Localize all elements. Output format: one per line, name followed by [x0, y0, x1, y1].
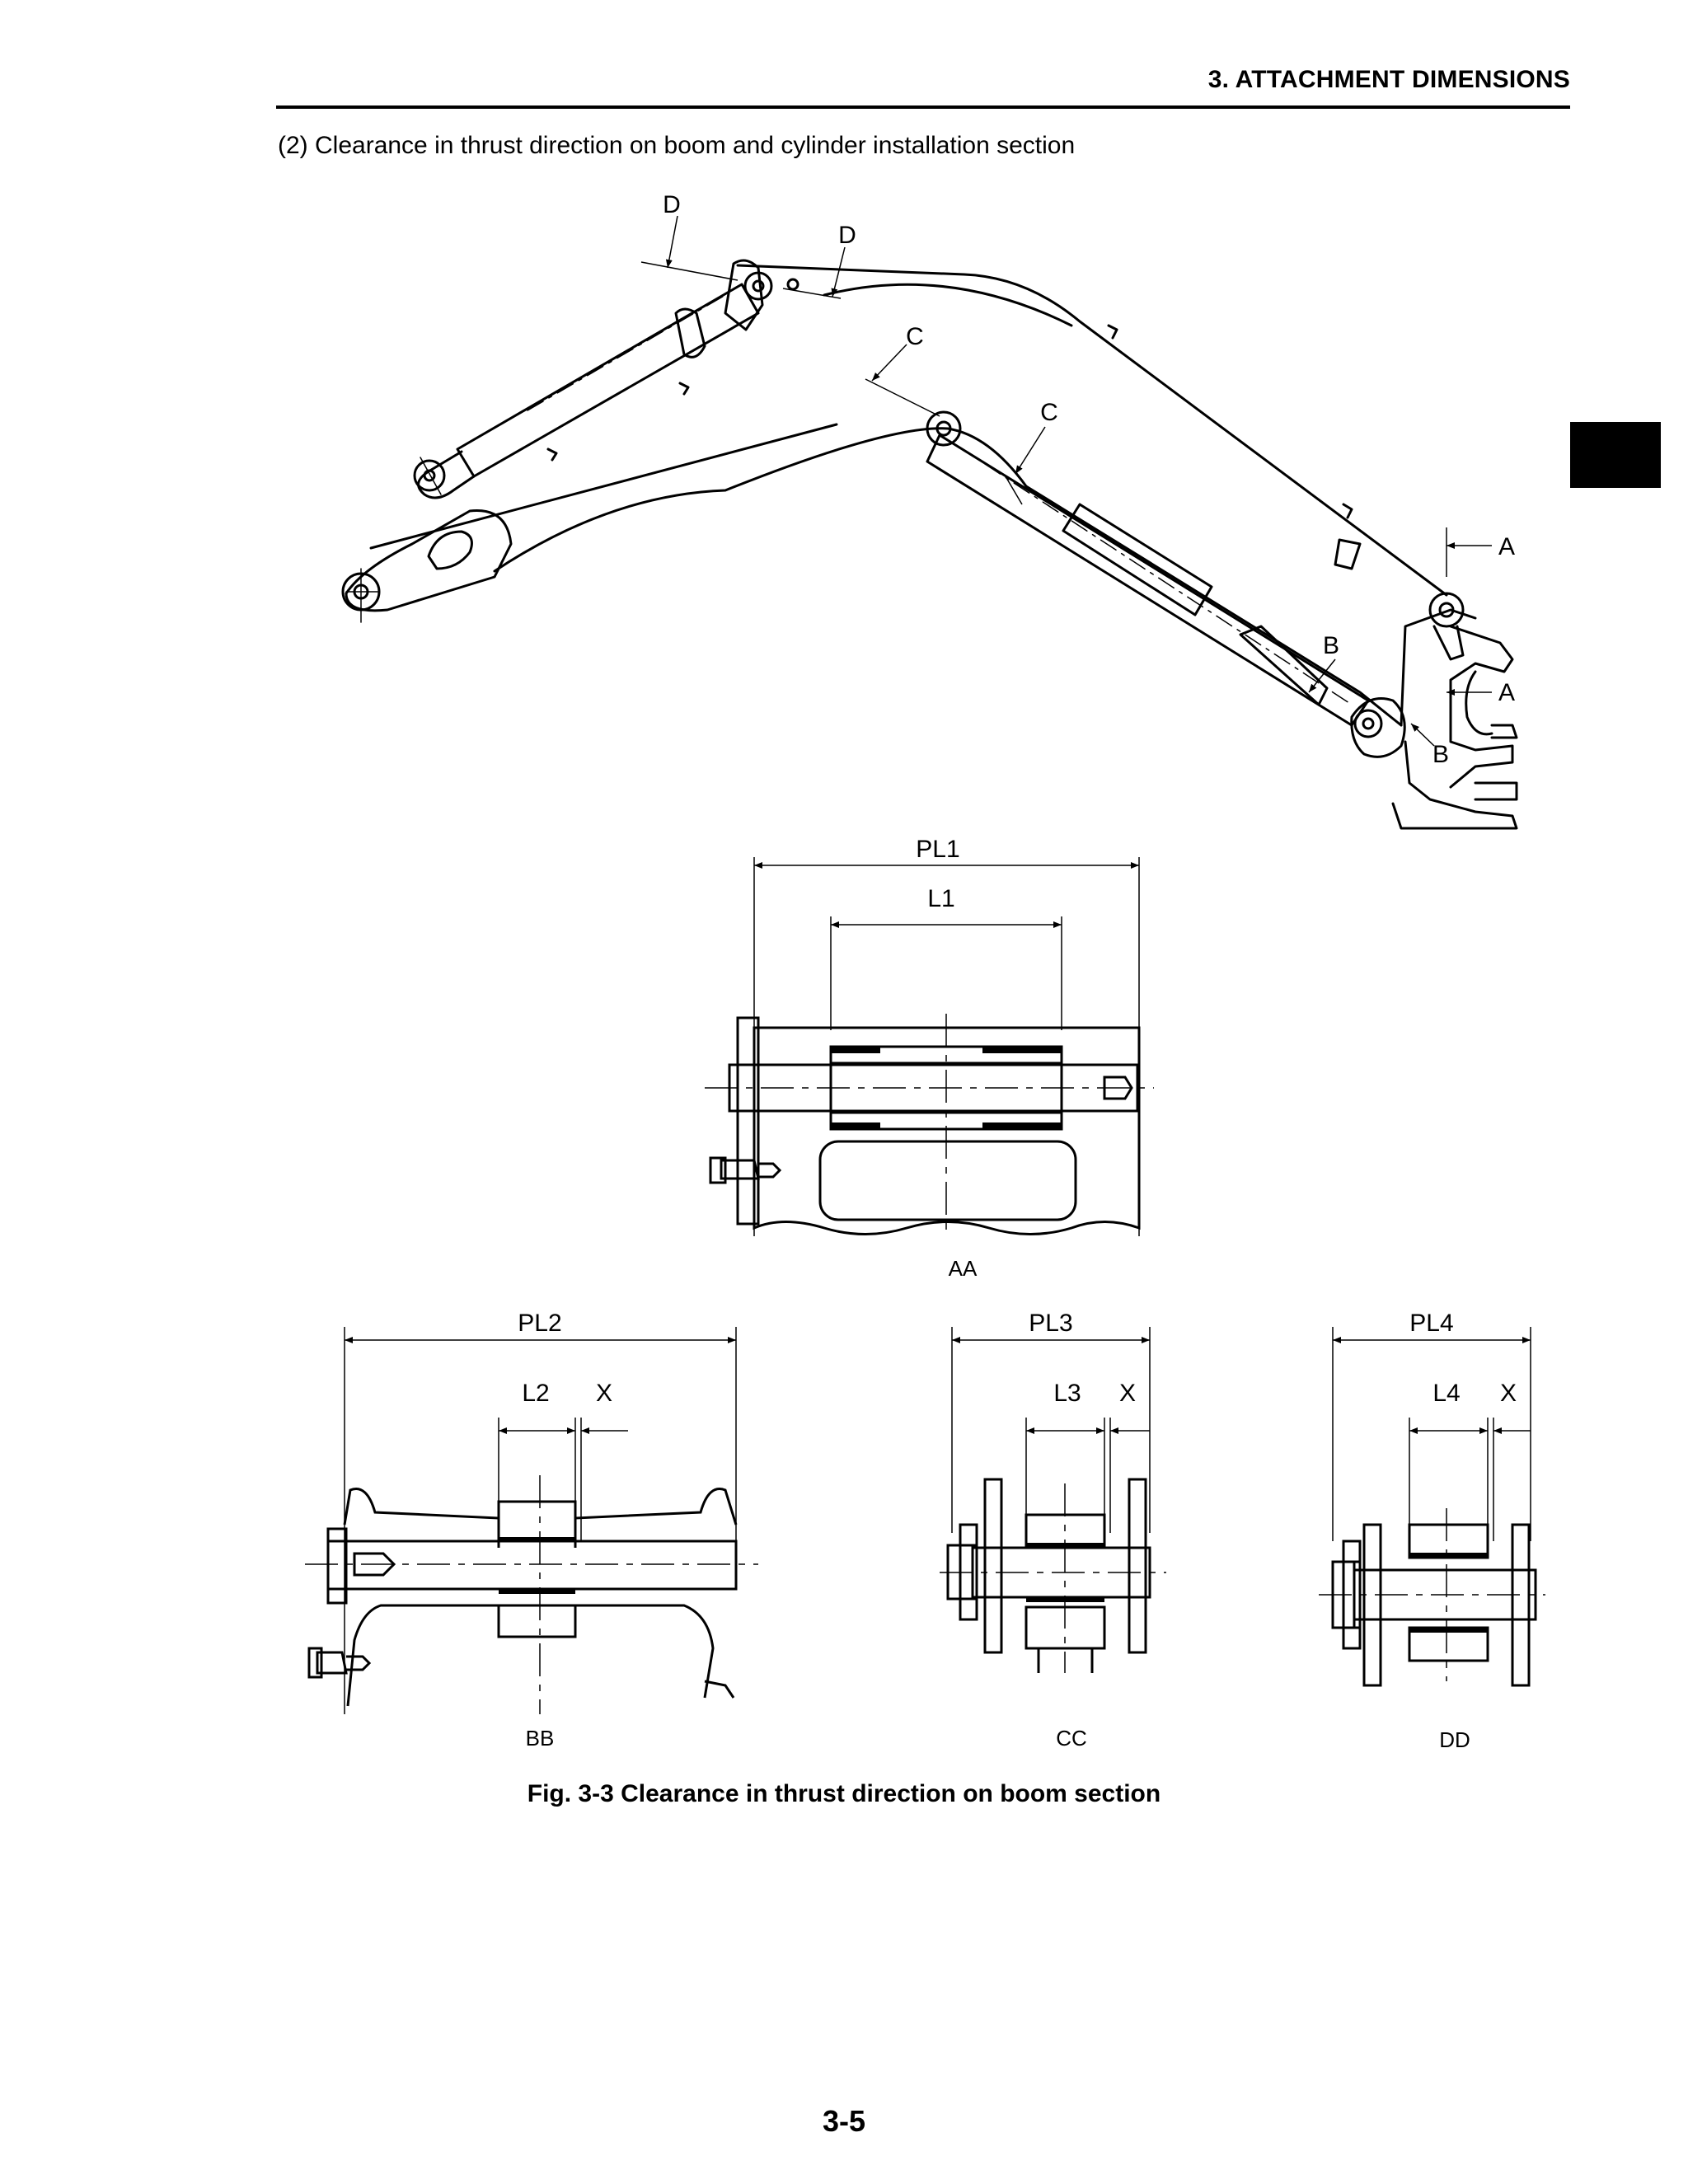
section-mark-b-1: B — [1323, 632, 1339, 659]
dd-clearance-label: X — [1500, 1380, 1517, 1407]
section-mark-d-2: D — [838, 222, 856, 249]
section-marker-b-lower: B — [1410, 723, 1449, 768]
aa-pin-length-label: PL1 — [916, 836, 959, 863]
section-marker-a-upper: A — [1446, 527, 1515, 577]
bb-pin-length-label: PL2 — [518, 1310, 561, 1337]
dd-bushing-length-label: L4 — [1432, 1380, 1460, 1407]
detail-aa: PL1 L1 AA — [705, 836, 1154, 1281]
section-mark-c-1: C — [906, 323, 924, 350]
boom-side-view — [341, 259, 1518, 830]
section-marker-c-upper: C — [865, 323, 940, 417]
section-marker-b-upper: B — [1308, 632, 1339, 693]
page-number: 3-5 — [822, 2104, 866, 2138]
cc-pin-length-label: PL3 — [1029, 1310, 1072, 1337]
section-mark-b-2: B — [1432, 741, 1449, 768]
detail-dd: PL4 L4 X DD — [1319, 1310, 1545, 1752]
section-mark-a-1: A — [1498, 533, 1515, 560]
dd-label: DD — [1439, 1727, 1470, 1752]
header-rule — [276, 105, 1570, 109]
detail-bb: PL2 L2 X BB — [305, 1310, 758, 1750]
bb-label: BB — [526, 1726, 555, 1750]
cc-clearance-label: X — [1119, 1380, 1136, 1407]
section-marker-d-lower: D — [782, 222, 856, 299]
dd-pin-length-label: PL4 — [1409, 1310, 1453, 1337]
cc-bushing-length-label: L3 — [1053, 1380, 1081, 1407]
bb-clearance-label: X — [596, 1380, 612, 1407]
chapter-thumb-tab — [1570, 422, 1661, 488]
header-title: 3. ATTACHMENT DIMENSIONS — [1207, 66, 1570, 93]
cc-label: CC — [1056, 1726, 1087, 1750]
section-heading: (2) Clearance in thrust direction on boo… — [278, 132, 1076, 159]
section-marker-d-upper: D — [640, 191, 738, 281]
aa-label: AA — [949, 1256, 978, 1281]
section-mark-a-2: A — [1498, 679, 1515, 706]
section-mark-d-1: D — [663, 191, 681, 218]
section-marker-c-lower: C — [1005, 399, 1058, 505]
figure-caption: Fig. 3-3 Clearance in thrust direction o… — [527, 1780, 1161, 1807]
aa-bushing-length-label: L1 — [927, 885, 954, 912]
bb-bushing-length-label: L2 — [522, 1380, 549, 1407]
detail-cc: PL3 L3 X CC — [940, 1310, 1166, 1750]
section-marker-a-lower: A — [1447, 679, 1515, 706]
section-mark-c-2: C — [1040, 399, 1058, 426]
